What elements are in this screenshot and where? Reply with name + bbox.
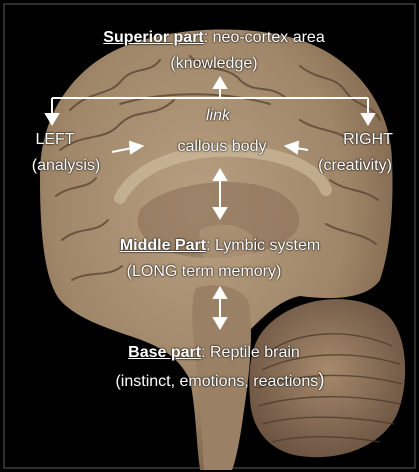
base-close-paren: ) [318,370,324,391]
superior-sub: (knowledge) [170,54,257,73]
left-sub: (analysis) [32,156,100,175]
superior-heading: Superior part [103,29,203,46]
base-sub-text: (instinct, emotions, reactions [115,373,318,390]
middle-text: : Lymbic system [206,237,320,254]
superior-text: : neo-cortex area [204,29,325,46]
middle-sub: (LONG term memory) [127,262,282,281]
base-sub: (instinct, emotions, reactions) [115,371,324,391]
base-heading: Base part [128,344,201,361]
link-label: link [206,106,230,125]
middle-heading: Middle Part [120,237,206,254]
callous-body-label: callous body [178,137,267,156]
middle-title: Middle Part: Lymbic system [120,236,320,255]
right-title: RIGHT [343,130,393,149]
right-sub: (creativity) [318,156,392,175]
left-title: LEFT [35,130,74,149]
base-title: Base part: Reptile brain [128,343,300,362]
superior-title: Superior part: neo-cortex area [103,28,324,47]
base-text: : Reptile brain [201,344,300,361]
